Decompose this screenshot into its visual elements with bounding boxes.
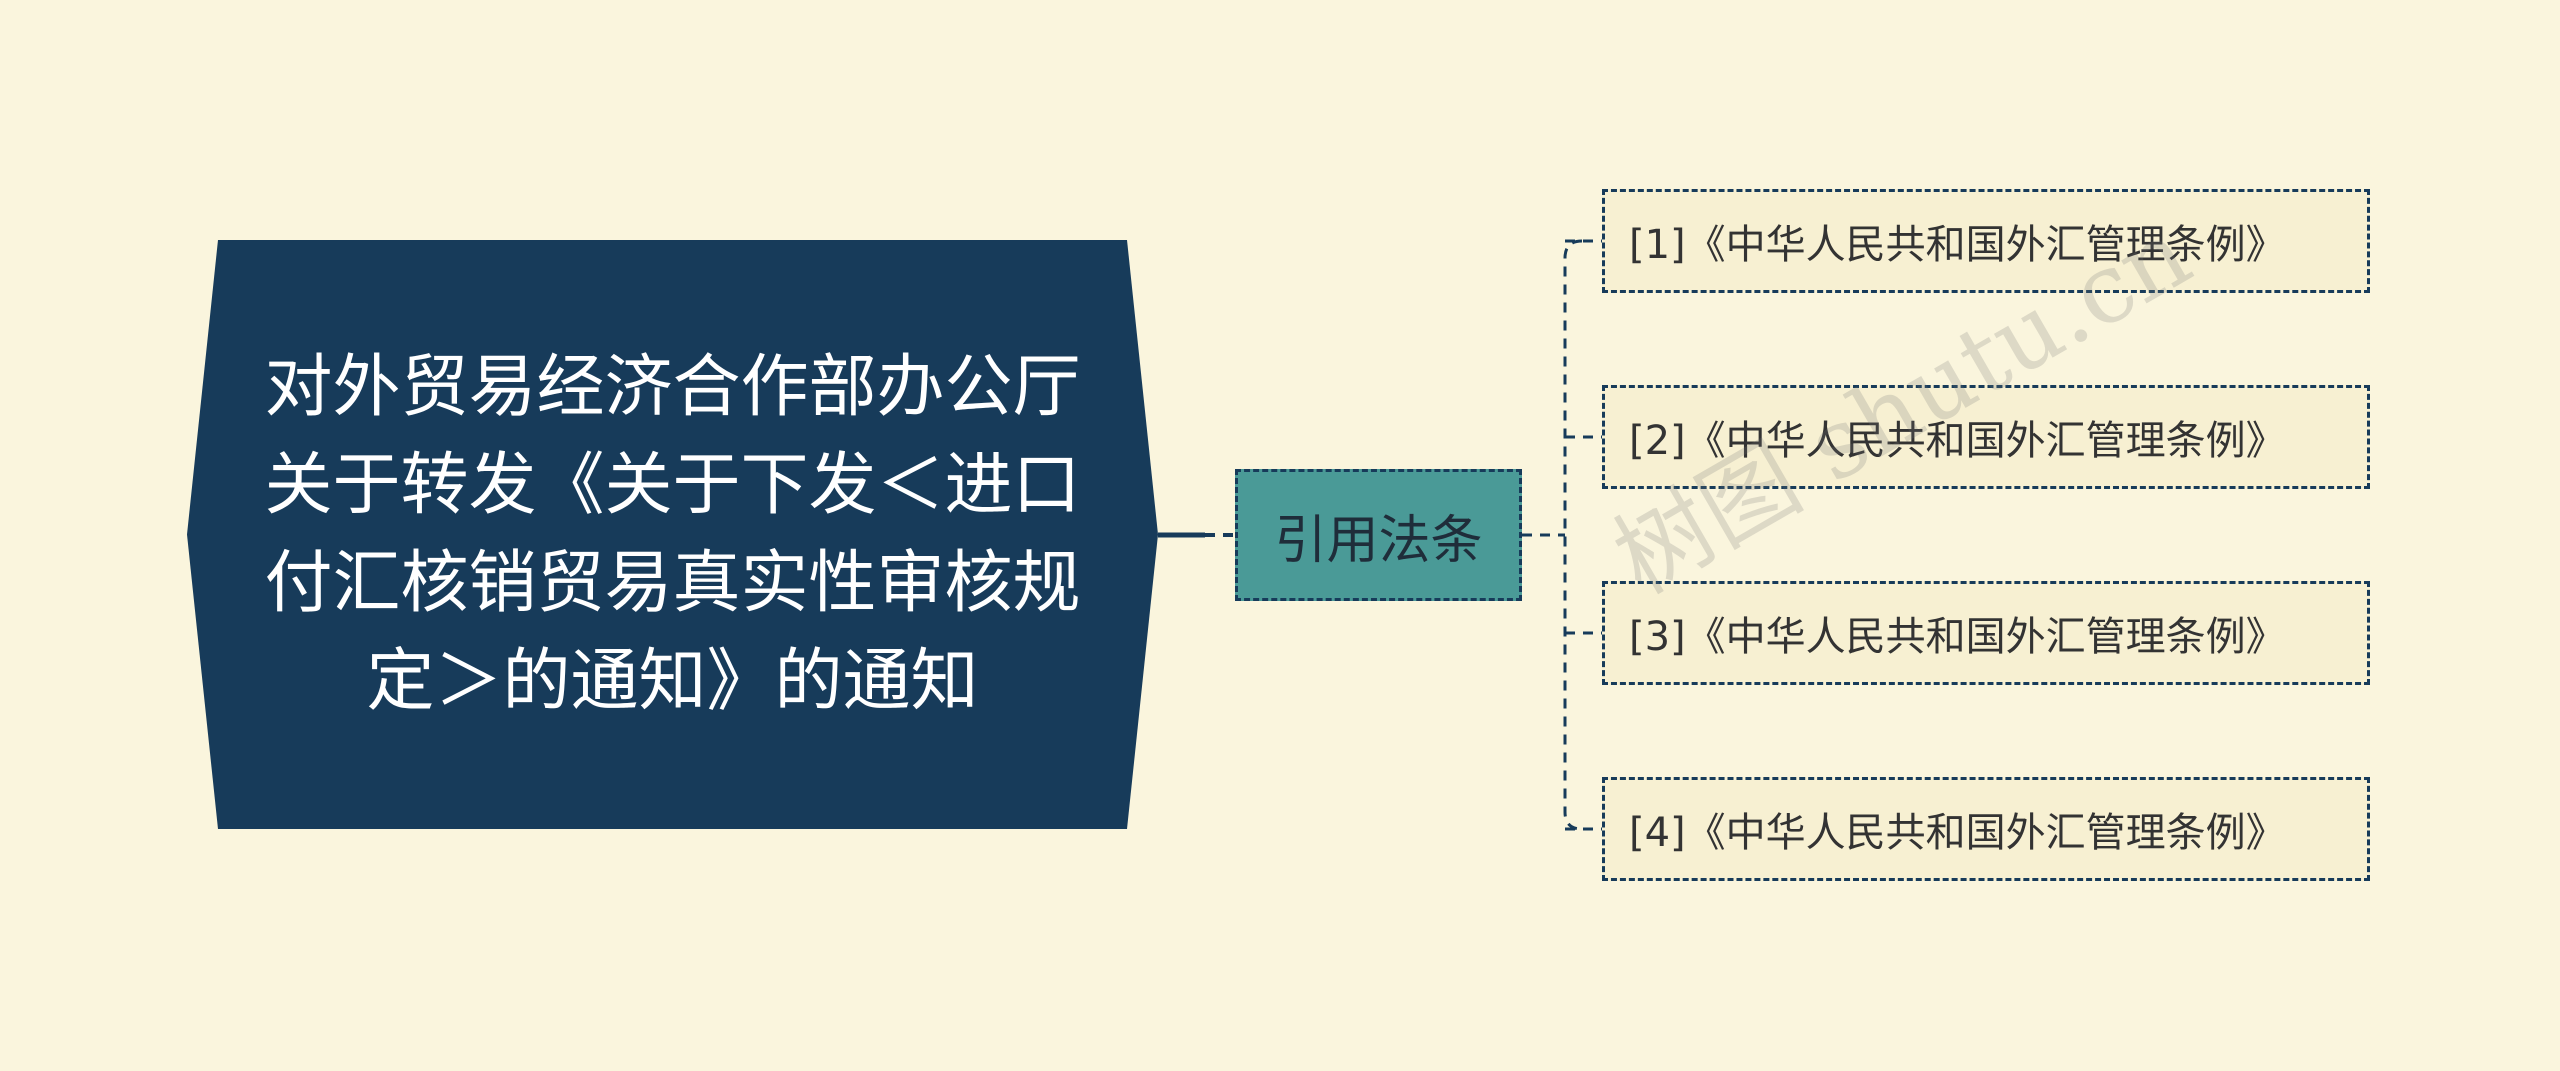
root-topic-node[interactable]: 对外贸易经济合作部办公厅关于转发《关于下发＜进口付汇核销贸易真实性审核规定＞的通… <box>187 240 1158 829</box>
branch-topic-node[interactable]: 引用法条 <box>1235 469 1522 601</box>
leaf-trunk-line <box>1563 239 1583 831</box>
leaf-topic-node[interactable]: [1]《中华人民共和国外汇管理条例》 <box>1602 189 2370 293</box>
leaf-topic-text: [1]《中华人民共和国外汇管理条例》 <box>1629 222 2286 268</box>
leaf-topic-node[interactable]: [3]《中华人民共和国外汇管理条例》 <box>1602 581 2370 685</box>
leaf-topic-text: [2]《中华人民共和国外汇管理条例》 <box>1629 418 2286 464</box>
branch-topic-text: 引用法条 <box>1274 510 1483 571</box>
root-topic-text: 对外贸易经济合作部办公厅关于转发《关于下发＜进口付汇核销贸易真实性审核规定＞的通… <box>264 347 1081 721</box>
leaf-topic-text: [3]《中华人民共和国外汇管理条例》 <box>1629 614 2286 660</box>
leaf-topic-text: [4]《中华人民共和国外汇管理条例》 <box>1629 810 2286 856</box>
leaf-topic-node[interactable]: [2]《中华人民共和国外汇管理条例》 <box>1602 385 2370 489</box>
leaf-topic-node[interactable]: [4]《中华人民共和国外汇管理条例》 <box>1602 777 2370 881</box>
